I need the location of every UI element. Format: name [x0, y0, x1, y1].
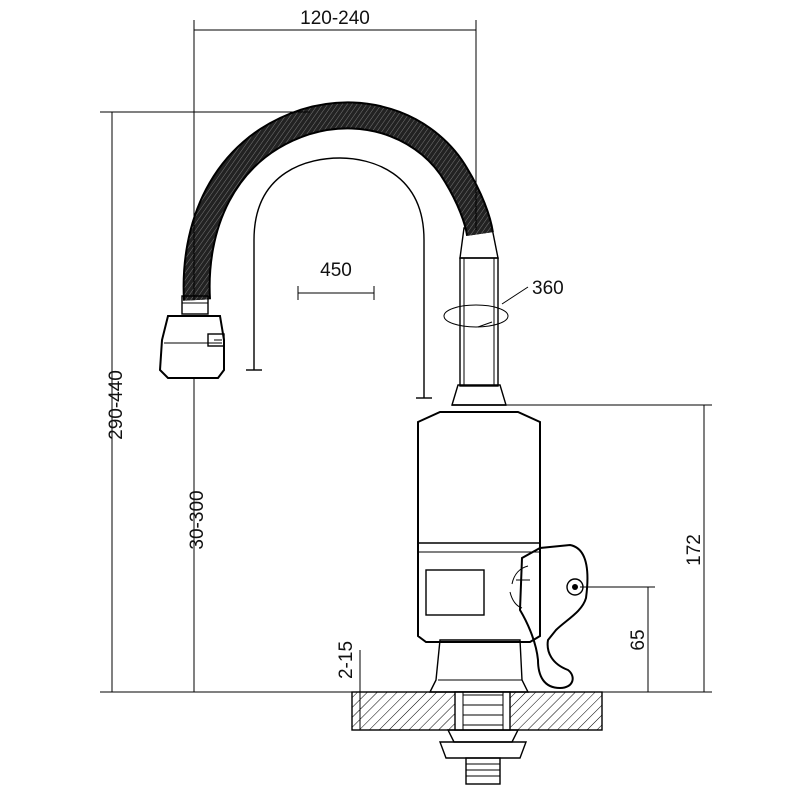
dimension-hose-reach: 120-240: [193, 8, 477, 300]
dimension-total-height-label: 290-440: [106, 370, 127, 440]
flexible-hose: [182, 101, 494, 301]
swivel-neck: [451, 227, 507, 406]
heater-body: [417, 411, 541, 643]
dimension-spout-height-label: 30-300: [187, 490, 208, 549]
dimension-handle-height: 65: [580, 586, 655, 692]
spray-head: [158, 295, 225, 379]
dimension-hose-reach-label: 120-240: [300, 8, 370, 29]
swivel-angle-label: 360: [532, 278, 564, 299]
dimension-handle-height-label: 65: [628, 629, 649, 650]
swivel-indicator: 360: [443, 278, 564, 328]
faucet-base: [428, 639, 530, 693]
spout-swing-outline: [246, 157, 432, 399]
dimension-mount-thickness: 2-15: [336, 641, 361, 730]
dimension-total-height: 290-440: [100, 111, 310, 692]
dimension-spout-reach: 450: [297, 260, 375, 300]
dimension-spout-reach-label: 450: [320, 260, 352, 281]
dimension-spout-height: 30-300: [187, 378, 208, 692]
temperature-display: [425, 569, 485, 616]
dimension-body-height: 172: [506, 404, 712, 692]
countertop: [351, 691, 603, 731]
dimension-body-height-label: 172: [684, 534, 705, 566]
dimension-mount-thickness-label: 2-15: [336, 641, 357, 679]
